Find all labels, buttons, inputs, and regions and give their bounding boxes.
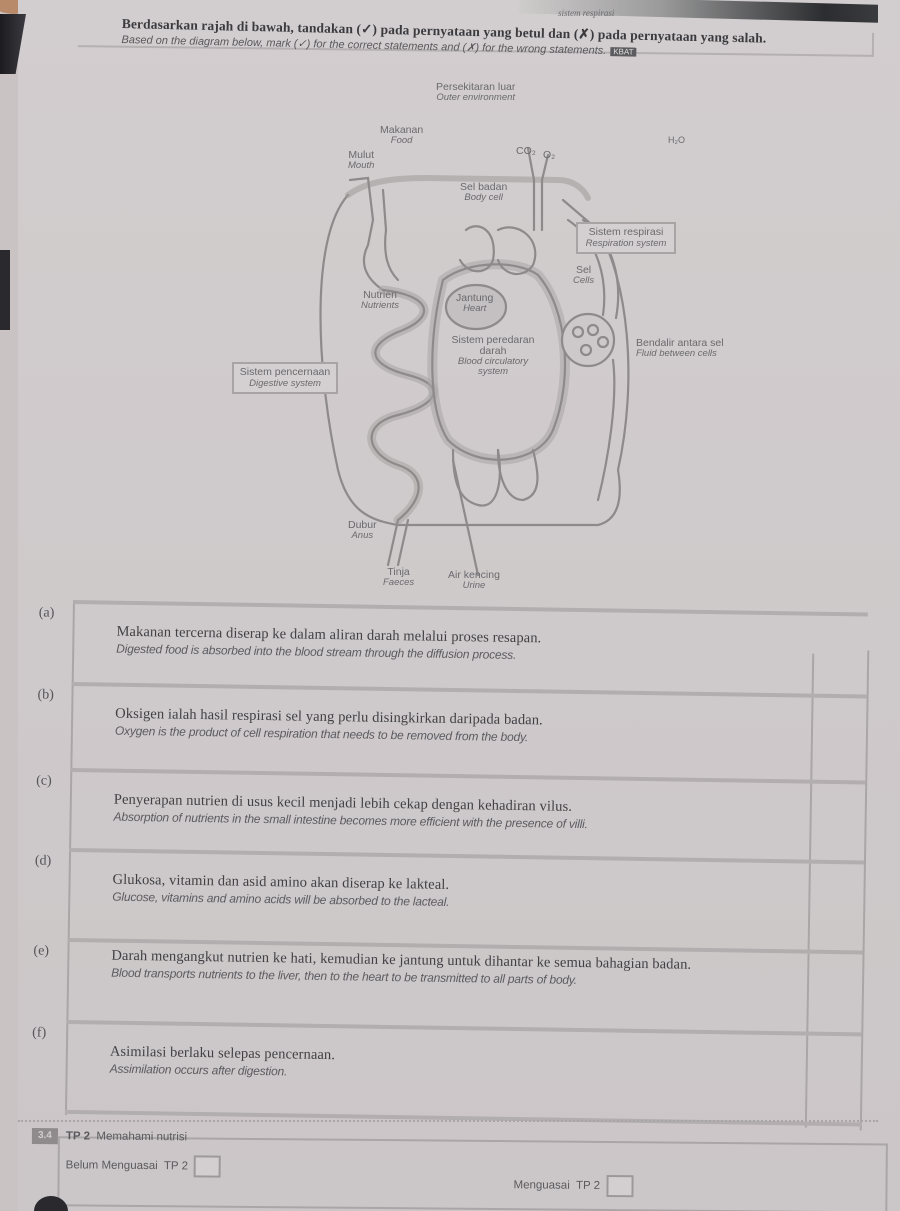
statement-letter: (d) <box>34 853 52 869</box>
instructions: Berdasarkan rajah di bawah, tandakan (✓)… <box>121 16 881 63</box>
mastered-checkbox[interactable] <box>605 1175 634 1198</box>
statement-letter: (a) <box>38 605 55 621</box>
photo-background-object <box>34 1196 68 1211</box>
statement-row-a: (a) Makanan tercerna diserap ke dalam al… <box>39 600 868 699</box>
statement-row-f: (f) Asimilasi berlaku selepas pencernaan… <box>32 1019 862 1129</box>
not-mastered-checkbox[interactable] <box>193 1155 222 1178</box>
statement-letter: (b) <box>37 687 54 703</box>
diagram-drawing <box>319 146 630 577</box>
answer-box-e[interactable] <box>806 953 863 1037</box>
answer-box-b[interactable] <box>810 697 867 785</box>
statements-table: (a) Makanan tercerna diserap ke dalam al… <box>32 600 873 1133</box>
statement-letter: (c) <box>36 773 52 789</box>
mastered-row: Menguasai TP 2 <box>513 1174 634 1198</box>
photo-background-dark <box>0 250 10 330</box>
answer-box-c[interactable] <box>808 783 866 865</box>
label-o2: O₂ <box>543 149 556 161</box>
not-mastered-row: Belum Menguasai TP 2 <box>66 1154 222 1178</box>
answer-box-a[interactable] <box>811 653 868 699</box>
statement-text: Darah mengangkut nutrien ke hati, kemudi… <box>111 947 801 991</box>
previous-page-text: sistem respirasi <box>558 8 615 18</box>
label-h2o: H₂O <box>668 135 685 145</box>
statement-row-b: (b) Oksigen ialah hasil respirasi sel ya… <box>37 681 867 785</box>
statement-text: Glukosa, vitamin dan asid amino akan dis… <box>112 871 802 915</box>
statement-letter: (e) <box>33 943 50 959</box>
label-co2: CO₂ <box>516 145 536 157</box>
statement-row-c: (c) Penyerapan nutrien di usus kecil men… <box>36 767 866 865</box>
statement-letter: (f) <box>32 1025 47 1041</box>
section-badge: 3.4 <box>31 1128 58 1145</box>
worksheet-page: sistem respirasi Berdasarkan rajah di ba… <box>18 0 900 1211</box>
statement-text: Asimilasi berlaku selepas pencernaan. As… <box>110 1043 800 1087</box>
statement-row-d: (d) Glukosa, vitamin dan asid amino akan… <box>35 847 865 955</box>
answer-box-d[interactable] <box>807 863 864 955</box>
statement-row-e: (e) Darah mengangkut nutrien ke hati, ke… <box>33 937 863 1037</box>
answer-box-f[interactable] <box>804 1035 862 1129</box>
statement-text: Oksigen ialah hasil respirasi sel yang p… <box>115 705 805 749</box>
statement-text: Makanan tercerna diserap ke dalam aliran… <box>116 623 806 667</box>
statement-text: Penyerapan nutrien di usus kecil menjadi… <box>113 791 803 835</box>
mastery-box: 3.4 TP 2 Memahami nutrisi Belum Menguasa… <box>31 1128 888 1211</box>
kbat-tag: KBAT <box>610 47 637 57</box>
mastery-title: TP 2 Memahami nutrisi <box>65 1130 188 1144</box>
dotted-divider <box>18 1120 878 1123</box>
